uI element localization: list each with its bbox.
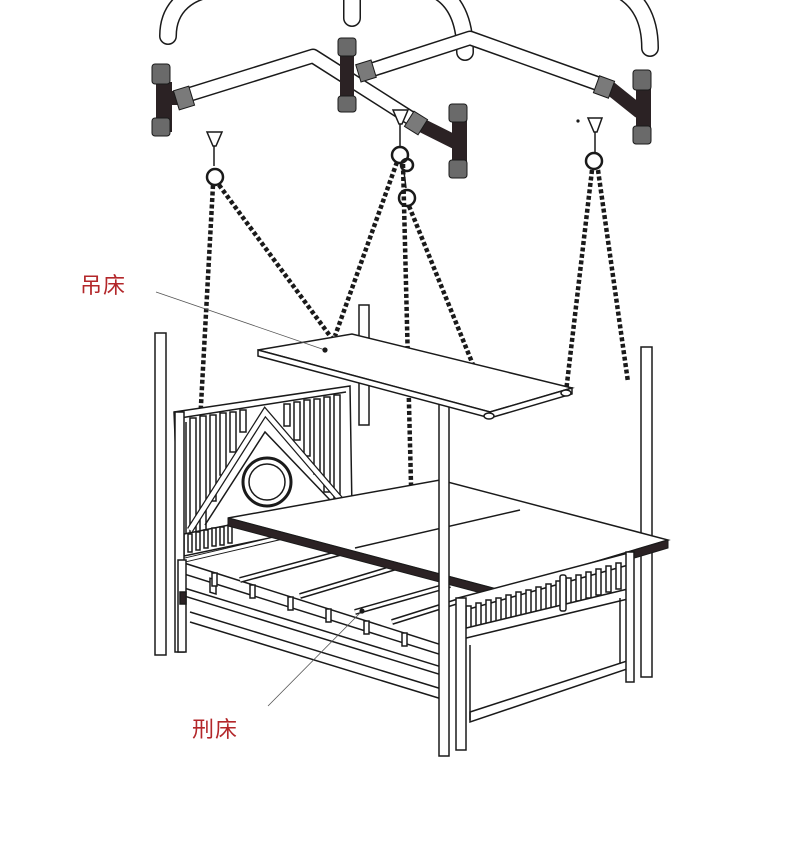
top-arches <box>159 0 659 61</box>
hammock-callout-label: 吊床 <box>80 274 127 299</box>
front-tube <box>175 48 428 133</box>
front-post <box>438 399 450 757</box>
hook-center <box>390 109 417 208</box>
hammock-board <box>257 333 575 420</box>
connector-center-front <box>403 103 468 179</box>
connector-right <box>592 69 652 145</box>
hook-right <box>584 117 604 171</box>
hammock-callout-dot <box>322 347 328 353</box>
connector-left <box>151 63 196 137</box>
bed-callout-label: 刑床 <box>192 718 239 743</box>
back-post-left <box>154 332 167 656</box>
bed-callout-dot <box>359 608 365 614</box>
connector-middle <box>337 37 377 113</box>
callout-leaders <box>155 291 363 707</box>
back-tube <box>362 30 613 96</box>
back-post-right <box>640 346 653 678</box>
footboard <box>455 551 635 751</box>
hook-left <box>205 131 225 187</box>
bed-frame <box>177 517 463 701</box>
